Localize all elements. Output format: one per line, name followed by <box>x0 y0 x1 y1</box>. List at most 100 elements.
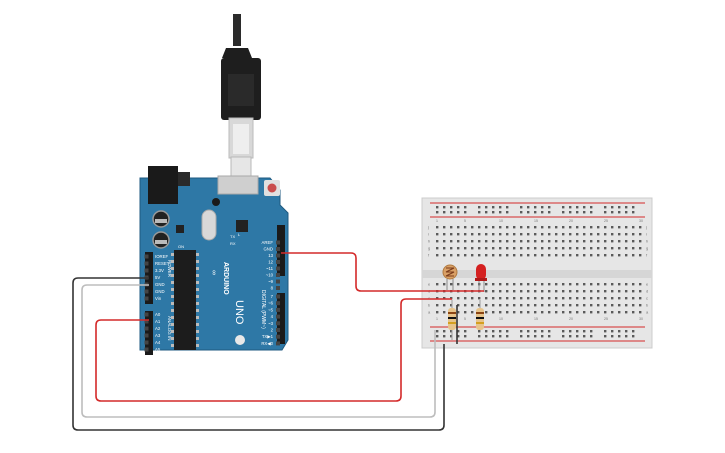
breadboard-hole[interactable] <box>471 240 474 243</box>
breadboard-hole[interactable] <box>597 226 600 229</box>
breadboard-hole[interactable] <box>583 240 586 243</box>
breadboard-hole[interactable] <box>618 233 621 236</box>
breadboard-hole[interactable] <box>555 304 558 307</box>
breadboard-hole[interactable] <box>590 211 593 214</box>
breadboard-hole[interactable] <box>478 226 481 229</box>
breadboard-hole[interactable] <box>457 254 460 257</box>
breadboard-hole[interactable] <box>534 335 537 338</box>
breadboard-hole[interactable] <box>457 283 460 286</box>
breadboard-hole[interactable] <box>513 311 516 314</box>
breadboard-hole[interactable] <box>478 304 481 307</box>
breadboard-hole[interactable] <box>639 290 642 293</box>
breadboard-hole[interactable] <box>464 226 467 229</box>
breadboard-hole[interactable] <box>625 206 628 209</box>
breadboard-hole[interactable] <box>450 283 453 286</box>
analog-pin-socket[interactable] <box>144 312 149 317</box>
wire-5v-to-rail[interactable] <box>81 284 436 418</box>
breadboard-hole[interactable] <box>548 283 551 286</box>
breadboard-hole[interactable] <box>562 304 565 307</box>
breadboard-hole[interactable] <box>506 211 509 214</box>
breadboard-hole[interactable] <box>443 254 446 257</box>
digital-pin-socket[interactable] <box>276 247 280 251</box>
breadboard-hole[interactable] <box>548 297 551 300</box>
breadboard-hole[interactable] <box>464 283 467 286</box>
breadboard-hole[interactable] <box>471 226 474 229</box>
breadboard-hole[interactable] <box>457 247 460 250</box>
breadboard-hole[interactable] <box>485 311 488 314</box>
breadboard-hole[interactable] <box>464 335 467 338</box>
breadboard-hole[interactable] <box>541 335 544 338</box>
breadboard-hole[interactable] <box>513 254 516 257</box>
digital-pin-socket[interactable] <box>276 286 280 290</box>
breadboard-hole[interactable] <box>632 304 635 307</box>
breadboard-hole[interactable] <box>569 311 572 314</box>
breadboard-hole[interactable] <box>520 211 523 214</box>
breadboard-hole[interactable] <box>625 297 628 300</box>
breadboard-hole[interactable] <box>604 226 607 229</box>
breadboard-hole[interactable] <box>520 330 523 333</box>
breadboard-hole[interactable] <box>569 254 572 257</box>
breadboard-hole[interactable] <box>611 283 614 286</box>
breadboard-hole[interactable] <box>436 247 439 250</box>
breadboard-hole[interactable] <box>632 240 635 243</box>
breadboard-hole[interactable] <box>562 335 565 338</box>
breadboard-hole[interactable] <box>583 247 586 250</box>
breadboard-hole[interactable] <box>590 335 593 338</box>
breadboard-hole[interactable] <box>457 330 460 333</box>
digital-pin-socket[interactable] <box>276 240 280 245</box>
breadboard-hole[interactable] <box>611 290 614 293</box>
breadboard-hole[interactable] <box>569 335 572 338</box>
breadboard-hole[interactable] <box>450 247 453 250</box>
power-pin-socket[interactable] <box>144 254 149 259</box>
breadboard-hole[interactable] <box>457 226 460 229</box>
breadboard-hole[interactable] <box>569 226 572 229</box>
digital-pin-socket[interactable] <box>276 334 280 339</box>
breadboard-hole[interactable] <box>513 283 516 286</box>
power-pin-socket[interactable] <box>144 261 149 266</box>
breadboard-hole[interactable] <box>450 240 453 243</box>
breadboard-hole[interactable] <box>527 233 530 236</box>
power-pin-socket[interactable] <box>144 289 149 294</box>
breadboard-hole[interactable] <box>485 254 488 257</box>
breadboard-hole[interactable] <box>632 335 635 338</box>
breadboard-hole[interactable] <box>436 240 439 243</box>
breadboard-hole[interactable] <box>492 206 495 209</box>
breadboard-hole[interactable] <box>513 240 516 243</box>
breadboard-hole[interactable] <box>464 254 467 257</box>
breadboard-hole[interactable] <box>471 254 474 257</box>
breadboard-hole[interactable] <box>457 233 460 236</box>
breadboard-hole[interactable] <box>499 233 502 236</box>
breadboard-hole[interactable] <box>583 304 586 307</box>
breadboard-hole[interactable] <box>450 211 453 214</box>
breadboard-hole[interactable] <box>639 304 642 307</box>
breadboard-hole[interactable] <box>604 335 607 338</box>
breadboard-hole[interactable] <box>576 311 579 314</box>
breadboard-hole[interactable] <box>611 311 614 314</box>
breadboard-hole[interactable] <box>597 254 600 257</box>
breadboard-hole[interactable] <box>632 233 635 236</box>
breadboard-hole[interactable] <box>597 240 600 243</box>
breadboard-hole[interactable] <box>499 311 502 314</box>
breadboard-hole[interactable] <box>590 247 593 250</box>
digital-header-top[interactable] <box>277 225 285 276</box>
breadboard-hole[interactable] <box>555 311 558 314</box>
breadboard-hole[interactable] <box>583 297 586 300</box>
analog-pin-socket[interactable] <box>144 347 149 352</box>
breadboard-hole[interactable] <box>436 206 439 209</box>
breadboard-hole[interactable] <box>576 254 579 257</box>
breadboard-hole[interactable] <box>492 304 495 307</box>
breadboard-hole[interactable] <box>625 335 628 338</box>
breadboard-hole[interactable] <box>548 247 551 250</box>
breadboard-hole[interactable] <box>485 335 488 338</box>
breadboard-hole[interactable] <box>604 206 607 209</box>
breadboard-hole[interactable] <box>443 211 446 214</box>
breadboard-hole[interactable] <box>443 335 446 338</box>
breadboard-hole[interactable] <box>632 311 635 314</box>
breadboard-hole[interactable] <box>548 311 551 314</box>
breadboard-hole[interactable] <box>569 206 572 209</box>
breadboard-hole[interactable] <box>478 233 481 236</box>
breadboard-hole[interactable] <box>464 211 467 214</box>
power-pin-socket[interactable] <box>144 296 149 301</box>
breadboard-hole[interactable] <box>632 254 635 257</box>
breadboard-hole[interactable] <box>625 311 628 314</box>
